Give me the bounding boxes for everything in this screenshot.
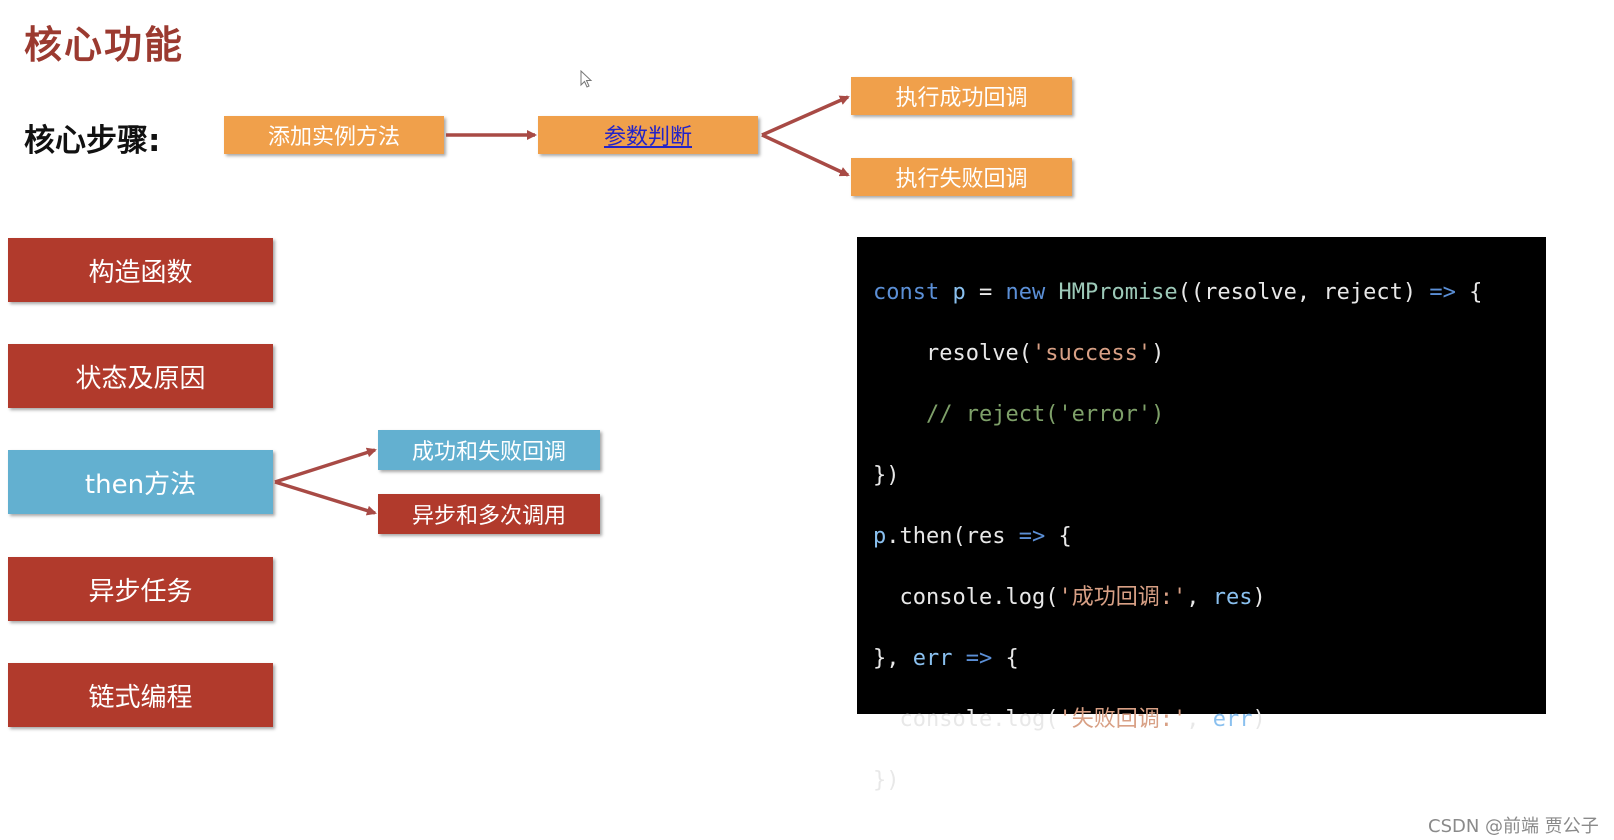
code-token: => bbox=[1018, 523, 1046, 549]
arrow-then-to-success-fail bbox=[274, 447, 377, 484]
code-token: const bbox=[873, 279, 940, 305]
code-token: ) bbox=[1252, 584, 1266, 610]
watermark: CSDN @前端 贾公子 bbox=[1428, 816, 1599, 837]
code-token: { bbox=[1045, 523, 1072, 549]
feature-state-reason: 状态及原因 bbox=[8, 344, 273, 408]
step-param-check-link[interactable]: 参数判断 bbox=[603, 125, 692, 150]
then-branch-async-multi: 异步和多次调用 bbox=[378, 494, 600, 534]
code-token: ) bbox=[1151, 340, 1165, 366]
code-line: console.log('成功回调:', res) bbox=[873, 583, 1530, 614]
code-token: 'success' bbox=[1031, 340, 1152, 366]
code-token: new bbox=[992, 279, 1059, 305]
step-exec-success-label: 执行成功回调 bbox=[895, 86, 1028, 111]
code-token: .log( bbox=[992, 706, 1059, 732]
code-token: console bbox=[873, 584, 993, 610]
code-token: '成功回调:' bbox=[1058, 584, 1187, 610]
code-token: p bbox=[873, 523, 887, 549]
feature-label: 构造函数 bbox=[88, 257, 193, 288]
code-token: err bbox=[912, 645, 953, 671]
code-token: , bbox=[1186, 584, 1213, 610]
arrow-param-to-success bbox=[761, 95, 850, 137]
code-token: .log( bbox=[992, 584, 1059, 610]
code-token: p bbox=[939, 279, 979, 305]
code-token: => bbox=[952, 645, 1006, 671]
code-token: // reject('error') bbox=[873, 401, 1165, 427]
mouse-cursor-icon bbox=[580, 70, 593, 88]
feature-label: 异步任务 bbox=[88, 576, 193, 607]
feature-async-task: 异步任务 bbox=[8, 557, 273, 621]
code-token: HMPromise bbox=[1058, 279, 1178, 305]
code-token: ((resolve, reject) bbox=[1177, 279, 1430, 305]
code-token: { bbox=[1455, 279, 1483, 305]
code-token: => bbox=[1429, 279, 1456, 305]
then-branch-label: 成功和失败回调 bbox=[411, 440, 566, 465]
step-add-method: 添加实例方法 bbox=[224, 116, 444, 154]
code-line: p.then(res => { bbox=[873, 522, 1530, 553]
feature-constructor: 构造函数 bbox=[8, 238, 273, 302]
code-token: ) bbox=[1252, 706, 1266, 732]
code-line: }) bbox=[873, 461, 1530, 492]
code-token: resolve( bbox=[873, 340, 1032, 366]
code-token: }) bbox=[873, 462, 900, 488]
code-token: .then(res bbox=[886, 523, 1019, 549]
step-param-check[interactable]: 参数判断 bbox=[538, 116, 758, 154]
code-line: const p = new HMPromise((resolve, reject… bbox=[873, 278, 1530, 309]
then-branch-label: 异步和多次调用 bbox=[411, 504, 566, 529]
core-steps-label: 核心步骤: bbox=[24, 123, 161, 159]
code-token: }, bbox=[873, 645, 913, 671]
code-line: resolve('success') bbox=[873, 339, 1530, 370]
code-token: console bbox=[873, 706, 993, 732]
step-exec-success: 执行成功回调 bbox=[851, 77, 1072, 115]
step-exec-fail: 执行失败回调 bbox=[851, 158, 1072, 196]
page-title: 核心功能 bbox=[24, 23, 185, 67]
code-line: // reject('error') bbox=[873, 400, 1530, 431]
code-line: console.log('失败回调:', err) bbox=[873, 705, 1530, 736]
feature-then-method: then方法 bbox=[8, 450, 273, 514]
code-token: res bbox=[1212, 584, 1253, 610]
code-token: }) bbox=[873, 767, 900, 793]
code-line: }) bbox=[873, 766, 1530, 797]
code-panel: const p = new HMPromise((resolve, reject… bbox=[857, 237, 1546, 793]
code-token: { bbox=[1005, 645, 1019, 671]
code-line: }, err => { bbox=[873, 644, 1530, 675]
step-add-method-label: 添加实例方法 bbox=[267, 125, 400, 150]
code-token: = bbox=[978, 279, 993, 305]
code-token: err bbox=[1212, 706, 1253, 732]
feature-label: 状态及原因 bbox=[75, 363, 206, 394]
step-exec-fail-label: 执行失败回调 bbox=[895, 167, 1028, 192]
arrow-then-to-async-multi bbox=[274, 480, 377, 516]
code-token: '失败回调:' bbox=[1058, 706, 1187, 732]
then-branch-success-fail: 成功和失败回调 bbox=[378, 430, 600, 470]
feature-label: then方法 bbox=[84, 469, 197, 500]
arrow-param-to-fail bbox=[761, 133, 850, 177]
feature-chain-programming: 链式编程 bbox=[8, 663, 273, 727]
feature-label: 链式编程 bbox=[88, 682, 193, 713]
code-token: , bbox=[1186, 706, 1213, 732]
